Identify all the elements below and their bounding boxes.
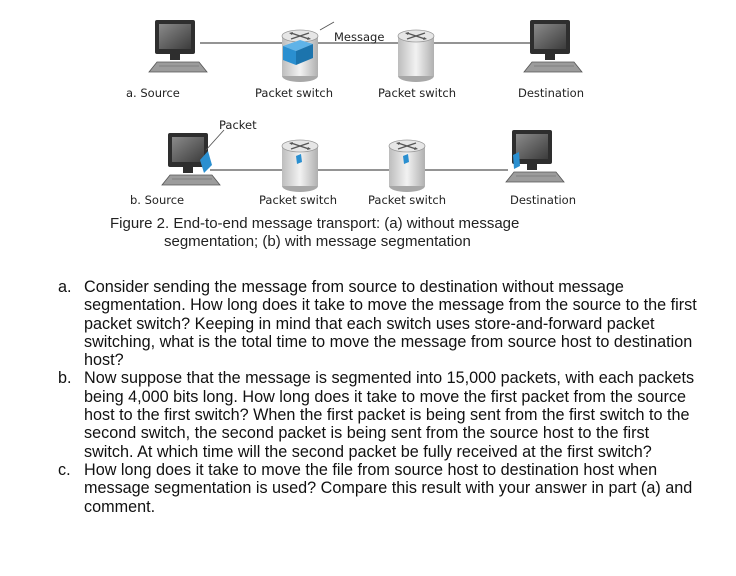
packet-switch-icon bbox=[397, 29, 435, 83]
diagram-svg bbox=[148, 19, 583, 193]
question-item: a. Consider sending the message from sou… bbox=[58, 278, 698, 369]
packet-label: Packet bbox=[219, 118, 257, 132]
destination-label-b: Destination bbox=[510, 193, 576, 207]
message-pointer bbox=[319, 21, 335, 31]
switch1-label-a: Packet switch bbox=[255, 86, 333, 100]
switch2-label-b: Packet switch bbox=[368, 193, 446, 207]
figure-caption: Figure 2. End-to-end message transport: … bbox=[110, 215, 630, 251]
packet-icon bbox=[513, 152, 520, 169]
question-item: b. Now suppose that the message is segme… bbox=[58, 369, 698, 460]
destination-label-a: Destination bbox=[518, 86, 584, 100]
question-marker: b. bbox=[58, 369, 72, 388]
question-marker: a. bbox=[58, 278, 72, 296]
switch2-label-a: Packet switch bbox=[378, 86, 456, 100]
network-diagram: Message a. Source Packet switch Packet s… bbox=[0, 0, 736, 215]
destination-computer-icon bbox=[523, 19, 583, 73]
caption-line-2: segmentation; (b) with message segmentat… bbox=[164, 233, 471, 250]
packet-pointer bbox=[205, 129, 225, 151]
question-text: How long does it take to move the file f… bbox=[84, 460, 693, 516]
question-marker: c. bbox=[58, 460, 71, 479]
question-text: Consider sending the message from source… bbox=[84, 278, 697, 370]
caption-line-1: Figure 2. End-to-end message transport: … bbox=[110, 215, 520, 232]
source-computer-icon bbox=[161, 132, 221, 186]
packet-icon bbox=[200, 151, 212, 173]
question-list: a. Consider sending the message from sou… bbox=[58, 278, 698, 516]
source-label-a: a. Source bbox=[126, 86, 180, 100]
message-label: Message bbox=[334, 30, 385, 44]
packet-icon bbox=[296, 154, 302, 164]
source-label-b: b. Source bbox=[130, 193, 185, 207]
packet-icon bbox=[403, 154, 409, 164]
question-text: Now suppose that the message is segmente… bbox=[84, 369, 695, 461]
message-block-icon bbox=[283, 40, 313, 65]
source-computer-icon bbox=[148, 19, 208, 73]
switch1-label-b: Packet switch bbox=[259, 193, 337, 207]
question-item: c. How long does it take to move the fil… bbox=[58, 461, 698, 516]
packet-switch-icon bbox=[388, 139, 426, 193]
packet-switch-icon bbox=[281, 139, 319, 193]
